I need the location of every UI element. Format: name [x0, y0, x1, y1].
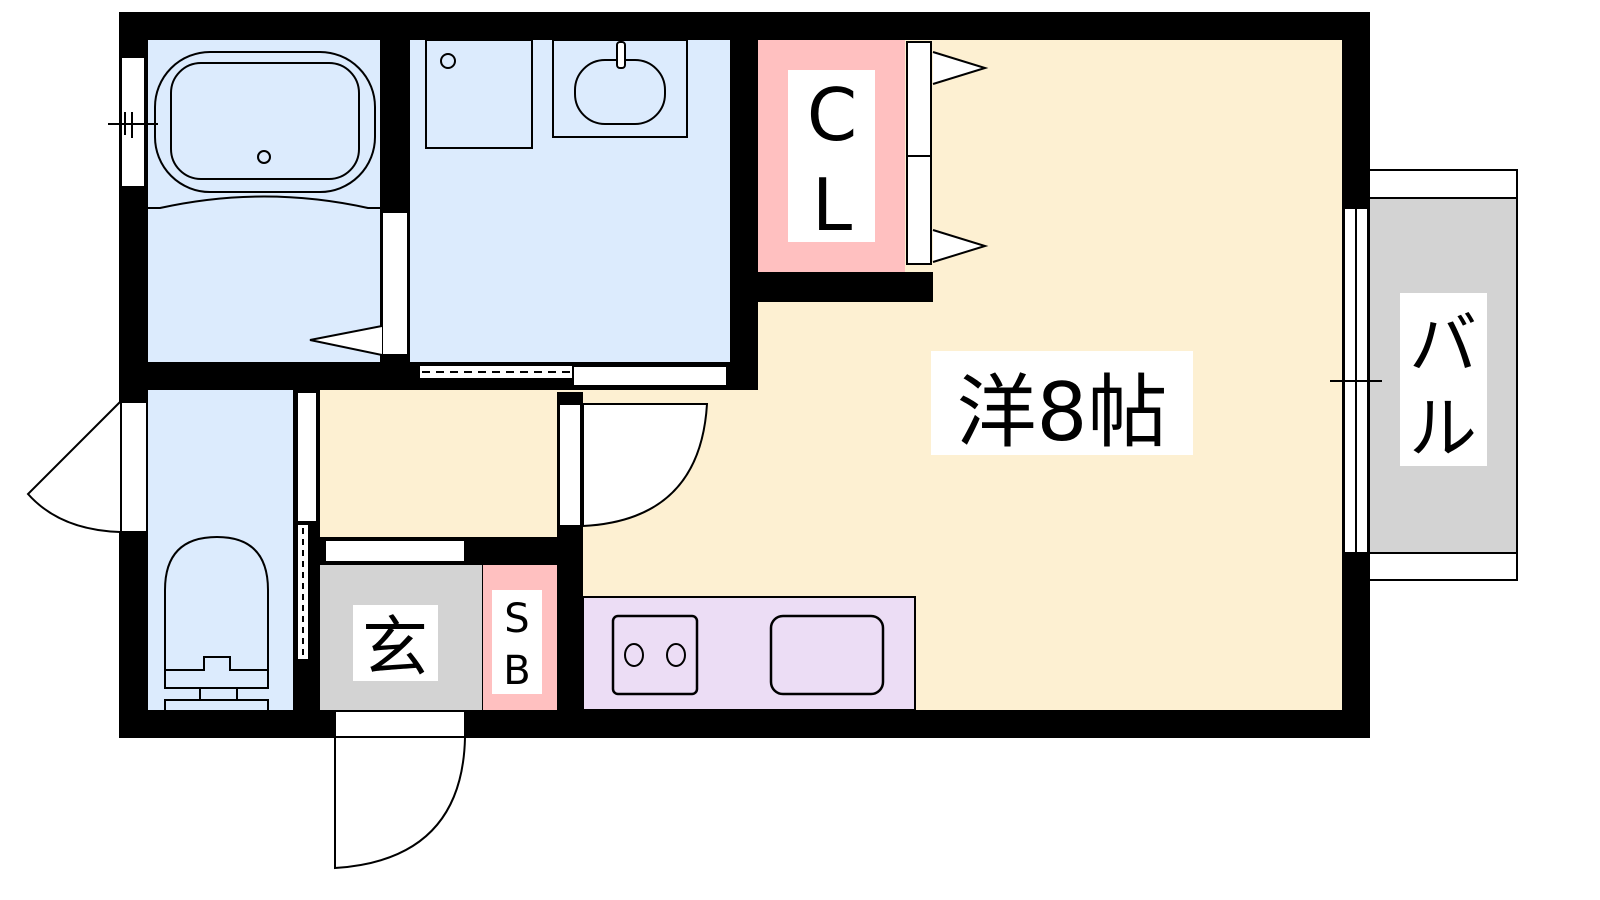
stove-icon — [611, 614, 699, 696]
closet-label-c: C — [807, 73, 857, 157]
closet-label-l: L — [812, 163, 852, 247]
toilet-door[interactable] — [296, 391, 318, 523]
shoe-box-label-s: S — [504, 596, 529, 642]
toilet-room — [148, 390, 320, 710]
kitchen — [582, 596, 916, 711]
closet-door-bottom[interactable] — [906, 155, 932, 265]
shoe-box: S B — [483, 565, 557, 710]
western-room-label: 洋8帖 — [957, 366, 1168, 459]
bath-window — [108, 56, 158, 188]
entrance-label: 玄 — [362, 609, 428, 686]
closet: C L — [758, 40, 989, 302]
closet-door-top[interactable] — [906, 41, 932, 157]
room-door[interactable] — [558, 403, 709, 528]
wash-basin — [552, 39, 688, 138]
sink-icon — [769, 614, 885, 696]
drain-icon — [257, 150, 271, 164]
entry-door[interactable] — [334, 710, 466, 870]
toilet-icon — [164, 535, 269, 670]
balcony-label-1: バ — [1409, 306, 1477, 385]
shoe-box-label-b: B — [503, 648, 530, 694]
balcony — [1367, 169, 1518, 581]
entrance: 玄 — [320, 537, 583, 710]
bathroom-door[interactable] — [381, 211, 409, 356]
bathroom — [148, 40, 409, 362]
washroom-sliding-door[interactable] — [572, 365, 728, 387]
left-door[interactable] — [26, 401, 148, 533]
washing-machine-space — [425, 39, 533, 149]
balcony-window[interactable] — [1330, 207, 1382, 554]
balcony-label-2: ル — [1409, 390, 1477, 469]
washroom — [410, 39, 730, 387]
